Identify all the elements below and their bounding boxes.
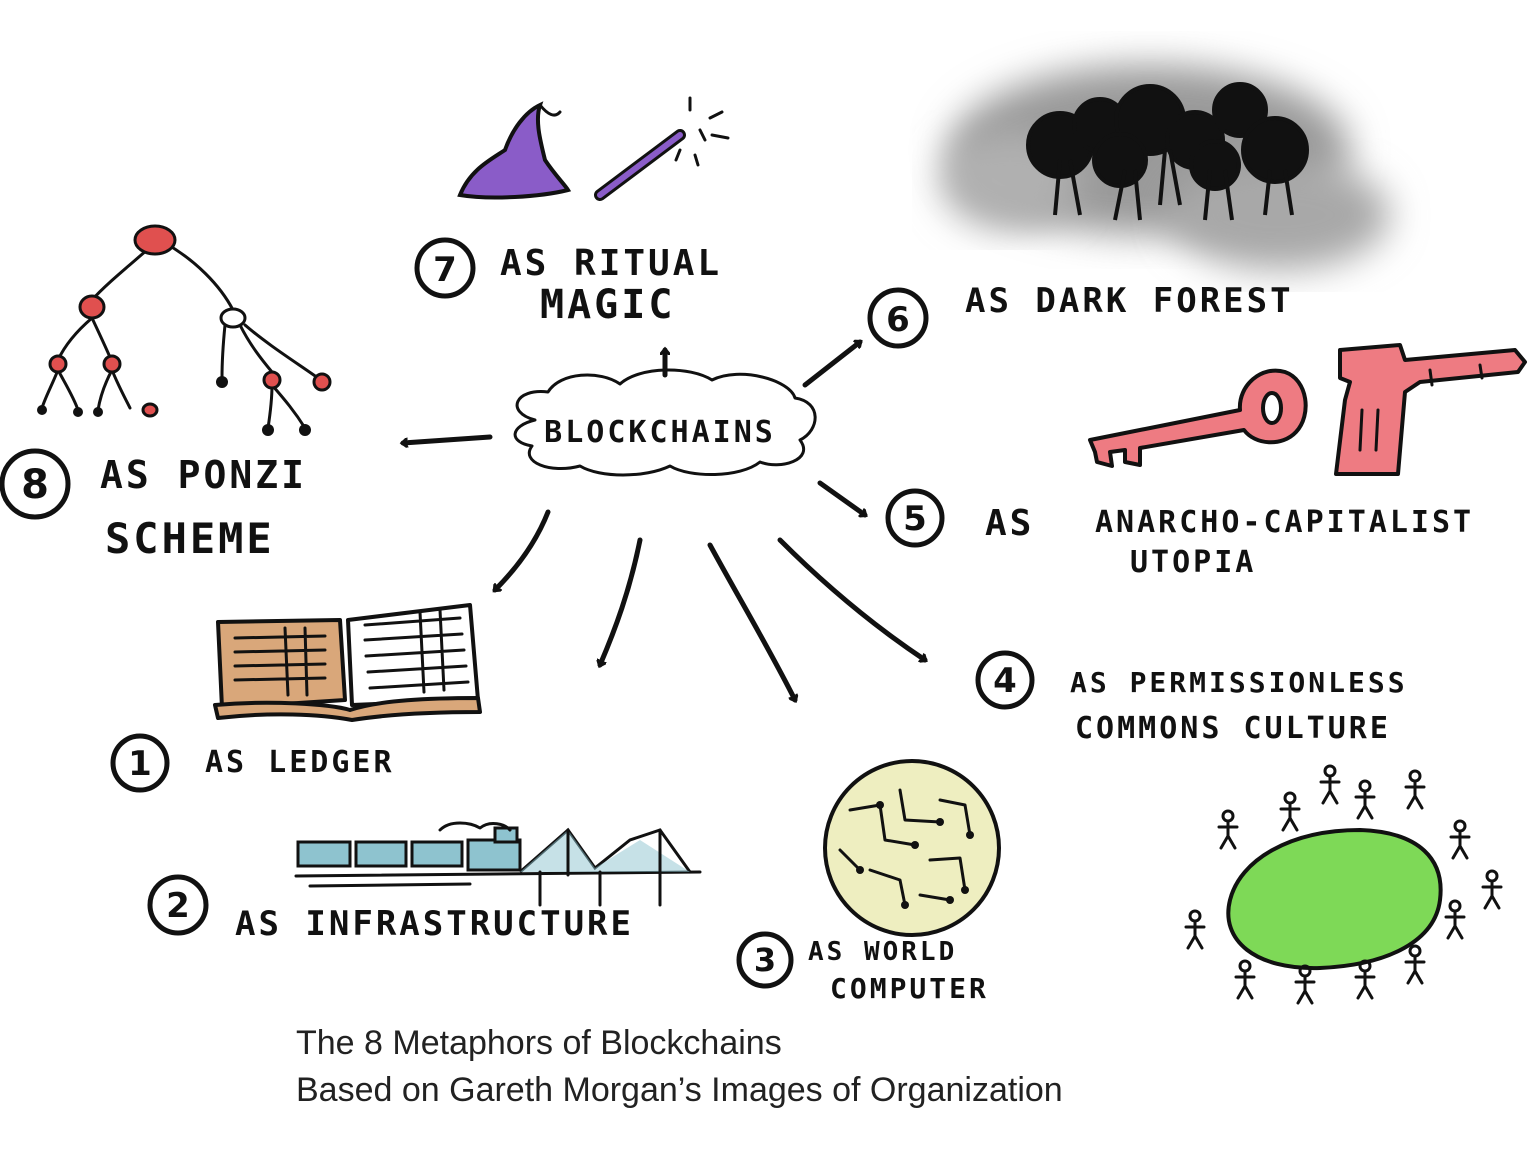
metaphor-8-line-2: SCHEME [105,514,275,563]
metaphor-5-line-1: AS [985,503,1034,544]
number-circle-3 [736,931,794,989]
person-figure-icon [1234,959,1256,1000]
number-circle-8 [0,448,71,520]
person-figure-icon [1319,764,1341,805]
people-figures [1184,764,1503,1005]
person-figure-icon [1404,769,1426,810]
number-7: 7 [433,250,457,290]
metaphor-3-line-2: COMPUTER [830,972,989,1005]
number-2: 2 [166,886,190,926]
metaphor-7-line-2: MAGIC [540,282,675,328]
metaphor-1-line-1: AS LEDGER [205,745,395,780]
number-6: 6 [886,300,910,340]
metaphor-4-line-2: COMMONS CULTURE [1075,711,1391,746]
person-figure-icon [1279,791,1301,832]
person-figure-icon [1449,819,1471,860]
person-figure-icon [1354,959,1376,1000]
caption-title: The 8 Metaphors of Blockchains [296,1024,782,1062]
number-1: 1 [128,744,152,784]
metaphor-5-line-3: UTOPIA [1130,545,1256,580]
person-figure-icon [1294,964,1316,1005]
magic-wand-icon [594,96,730,201]
arrow-to-2 [600,537,643,665]
arrow-to-1 [492,509,551,593]
arrow-to-5 [817,480,865,515]
world-globe-icon [823,759,1001,937]
metaphor-6: 6 AS DARK FOREST [867,65,1390,349]
arrow-to-8 [403,434,493,443]
commons-circle-icon [1184,764,1503,1005]
ledger-book-icon [213,603,482,722]
dark-forest-icon [940,65,1390,270]
key-icon [1088,368,1308,468]
arrow-to-6 [802,339,860,388]
center-node: BLOCKCHAINS [513,368,817,477]
number-4: 4 [993,661,1017,701]
metaphor-4-line-1: AS PERMISSIONLESS [1070,666,1408,699]
person-figure-icon [1481,869,1503,910]
gun-icon [1334,343,1527,476]
arrows [403,339,925,700]
metaphor-3-line-1: AS WORLD [808,937,957,967]
number-circle-1 [110,733,170,793]
person-figure-icon [1404,944,1426,985]
number-8: 8 [21,462,49,508]
number-5: 5 [903,499,927,539]
metaphor-7: 7 AS RITUAL MAGIC [414,96,730,328]
number-circle-4 [975,650,1035,710]
metaphor-5-line-2: ANARCHO-CAPITALIST [1095,505,1474,540]
metaphor-5: 5 AS ANARCHO-CAPITALIST UTOPIA [885,343,1527,580]
person-figure-icon [1217,809,1239,850]
metaphor-1: 1 AS LEDGER [110,603,482,793]
arrow-to-3 [707,542,795,700]
number-circle-5 [885,488,945,548]
number-circle-7 [414,237,476,299]
wizard-hat-icon [457,101,572,200]
train-bridge-icon [294,821,702,907]
metaphor-6-line-1: AS DARK FOREST [965,281,1294,321]
metaphor-4: 4 AS PERMISSIONLESS COMMONS CULTURE [975,650,1503,1005]
metaphor-8-line-1: AS PONZI [100,453,307,497]
arrow-to-4 [777,537,925,660]
number-circle-2 [147,874,209,936]
metaphor-7-line-1: AS RITUAL [500,243,722,284]
person-figure-icon [1184,909,1206,950]
person-figure-icon [1354,779,1376,820]
metaphor-8: 8 AS PONZI SCHEME [0,224,332,563]
metaphor-2: 2 AS INFRASTRUCTURE [147,821,702,944]
cloud-shape [513,368,817,477]
number-circle-6 [867,287,929,349]
number-3: 3 [754,941,776,979]
metaphor-2-line-1: AS INFRASTRUCTURE [235,904,634,944]
caption-subtitle: Based on Gareth Morgan’s Images of Organ… [296,1071,1063,1109]
center-label: BLOCKCHAINS [544,415,776,450]
ponzi-tree-icon [37,224,332,436]
person-figure-icon [1444,899,1466,940]
metaphor-3: 3 AS WORLD COMPUTER [736,759,1001,1005]
